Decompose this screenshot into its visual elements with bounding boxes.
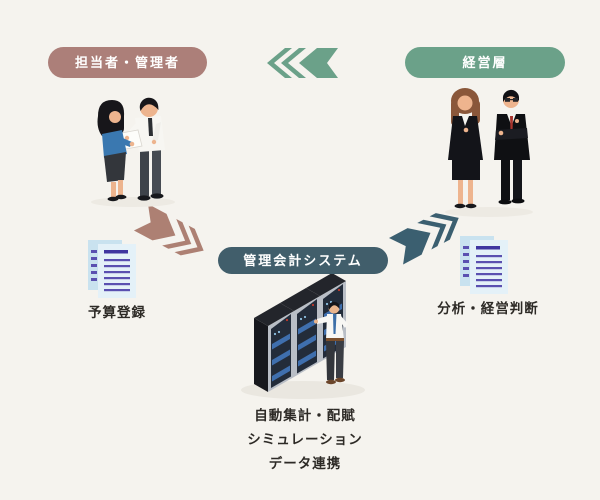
staff-people-illustration: [91, 97, 175, 207]
feature-auto-aggregation-label: 自動集計・配賦: [254, 408, 356, 423]
executives-pill: 経営層: [405, 47, 565, 78]
staff-manager-pill: 担当者・管理者: [48, 47, 207, 78]
budget-documents-icon: [88, 240, 136, 298]
budget-registration-label: 予算登録: [88, 305, 146, 320]
analysis-decision-label: 分析・経営判断: [437, 301, 539, 316]
executives-people-illustration: [445, 88, 533, 217]
analysis-documents-icon: [460, 236, 508, 294]
server-system-illustration: [241, 273, 365, 399]
feature-data-linkage-label: データ連携: [268, 456, 342, 471]
feature-simulation-label: シミュレーション: [247, 432, 363, 447]
rose-downright-chevrons-icon: [133, 204, 211, 264]
system-features-list: 自動集計・配賦 シミュレーション データ連携: [205, 404, 405, 476]
accounting-system-pill: 管理会計システム: [218, 247, 388, 274]
green-left-chevrons-icon: [267, 48, 338, 78]
